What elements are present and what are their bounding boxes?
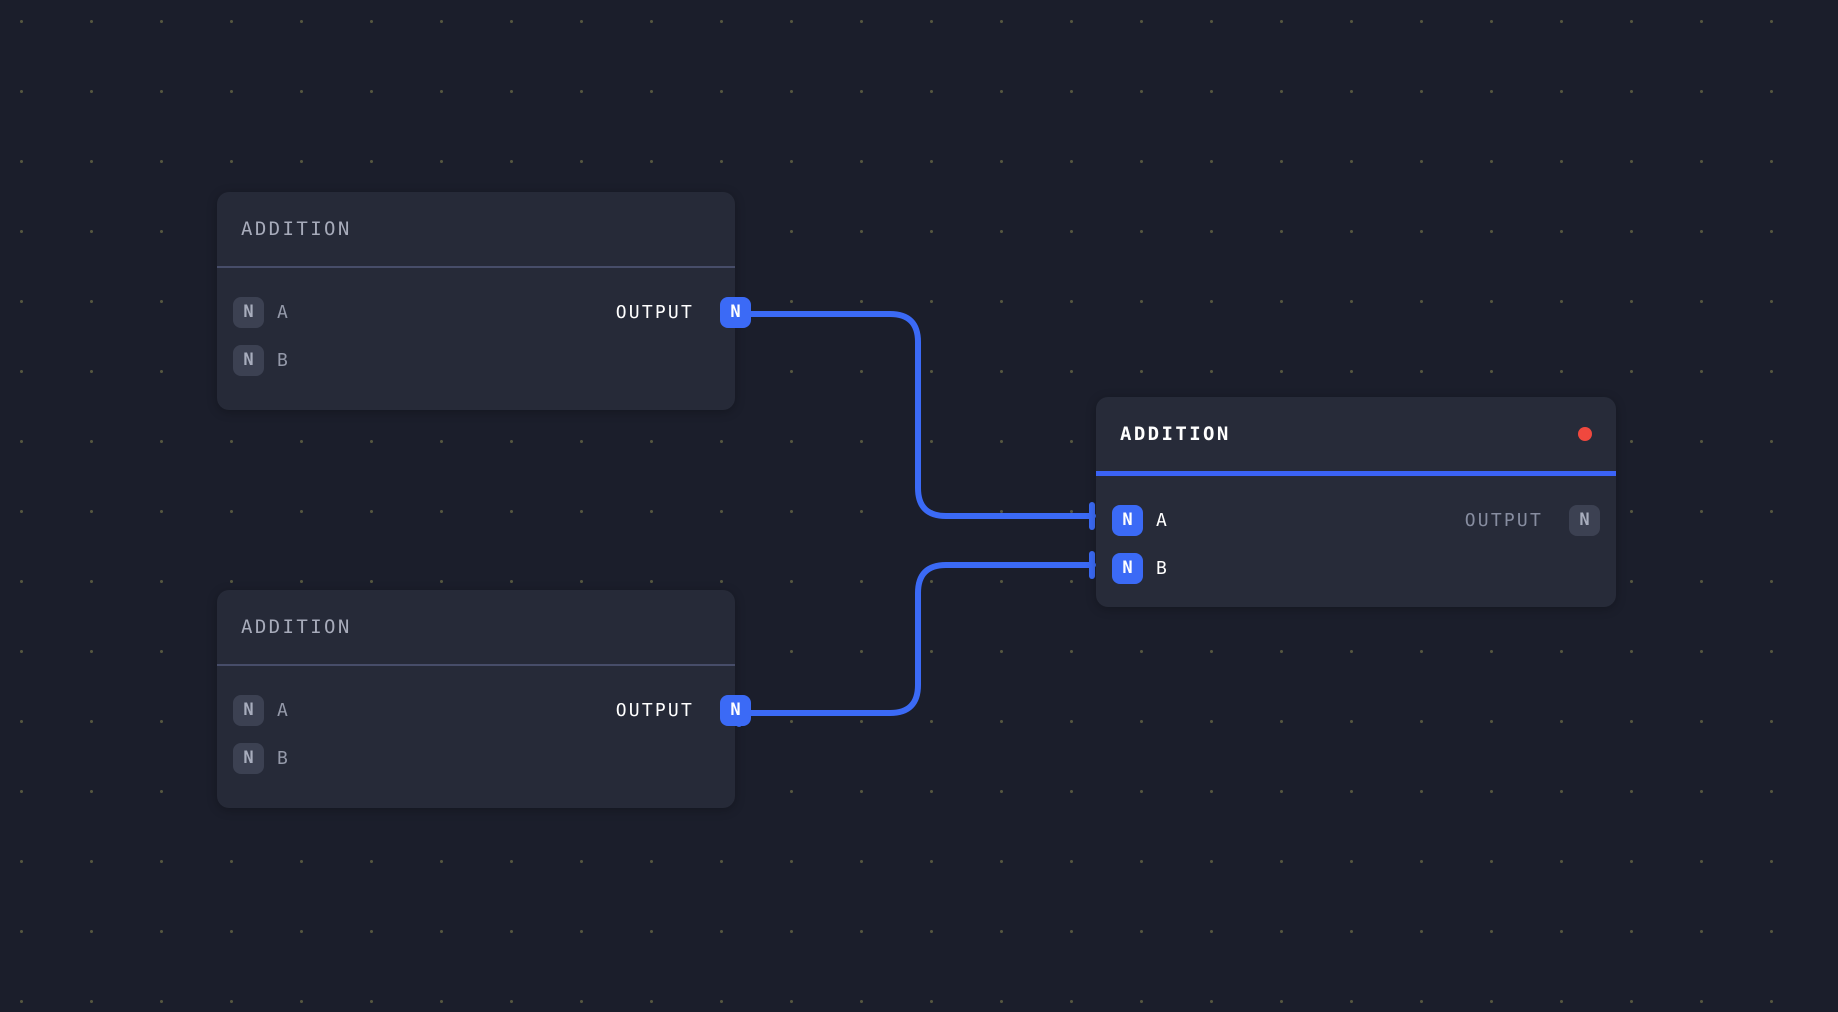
node-title: ADDITION [241,616,352,638]
node-divider [217,664,735,666]
port-row: N B [217,336,735,384]
node-addition-1[interactable]: ADDITION N A OUTPUT N N B [217,192,751,410]
node-header[interactable]: ADDITION [1096,397,1616,471]
node-body: N A OUTPUT N N B [217,268,751,410]
port-type-badge[interactable]: N [720,296,751,328]
error-status-dot-icon[interactable] [1578,427,1592,441]
input-port-b[interactable]: N B [1112,552,1168,584]
port-row: N A OUTPUT N [217,686,751,734]
node-title: ADDITION [1120,423,1231,445]
port-type-badge[interactable]: N [1112,552,1143,584]
node-body: N A OUTPUT N N B [217,666,751,808]
port-row: N A OUTPUT N [217,288,751,336]
input-port-label: A [277,301,289,323]
node-divider [217,266,735,268]
node-body: N A OUTPUT N N B [1096,476,1616,618]
node-title: ADDITION [241,218,352,240]
node-addition-2[interactable]: ADDITION N A OUTPUT N N B [217,590,751,808]
port-type-badge[interactable]: N [233,694,264,726]
port-type-badge[interactable]: N [1569,504,1600,536]
input-port-label: A [277,699,289,721]
input-port-label: B [277,349,289,371]
input-port-label: A [1156,509,1168,531]
output-port-label: OUTPUT [615,699,694,721]
node-header[interactable]: ADDITION [217,590,735,664]
port-type-badge[interactable]: N [233,344,264,376]
output-port-output[interactable]: OUTPUT N [1464,504,1600,536]
port-type-badge[interactable]: N [233,296,264,328]
connection-edge-1[interactable] [735,300,1096,530]
output-port-output[interactable]: OUTPUT N [615,694,751,726]
input-port-b[interactable]: N B [233,344,289,376]
node-divider [1096,471,1616,476]
output-port-label: OUTPUT [1464,509,1543,531]
input-port-label: B [1156,557,1168,579]
port-type-badge[interactable]: N [720,694,751,726]
input-port-b[interactable]: N B [233,742,289,774]
connection-edge-2[interactable] [735,551,1096,727]
port-type-badge[interactable]: N [1112,504,1143,536]
node-header[interactable]: ADDITION [217,192,735,266]
input-port-label: B [277,747,289,769]
port-type-badge[interactable]: N [233,742,264,774]
input-port-a[interactable]: N A [233,694,289,726]
port-row: N B [1096,544,1616,592]
node-addition-3[interactable]: ADDITION N A OUTPUT N N B [1096,397,1616,607]
port-row: N B [217,734,735,782]
input-port-a[interactable]: N A [1112,504,1168,536]
output-port-output[interactable]: OUTPUT N [615,296,751,328]
output-port-label: OUTPUT [615,301,694,323]
port-row: N A OUTPUT N [1096,496,1616,544]
input-port-a[interactable]: N A [233,296,289,328]
